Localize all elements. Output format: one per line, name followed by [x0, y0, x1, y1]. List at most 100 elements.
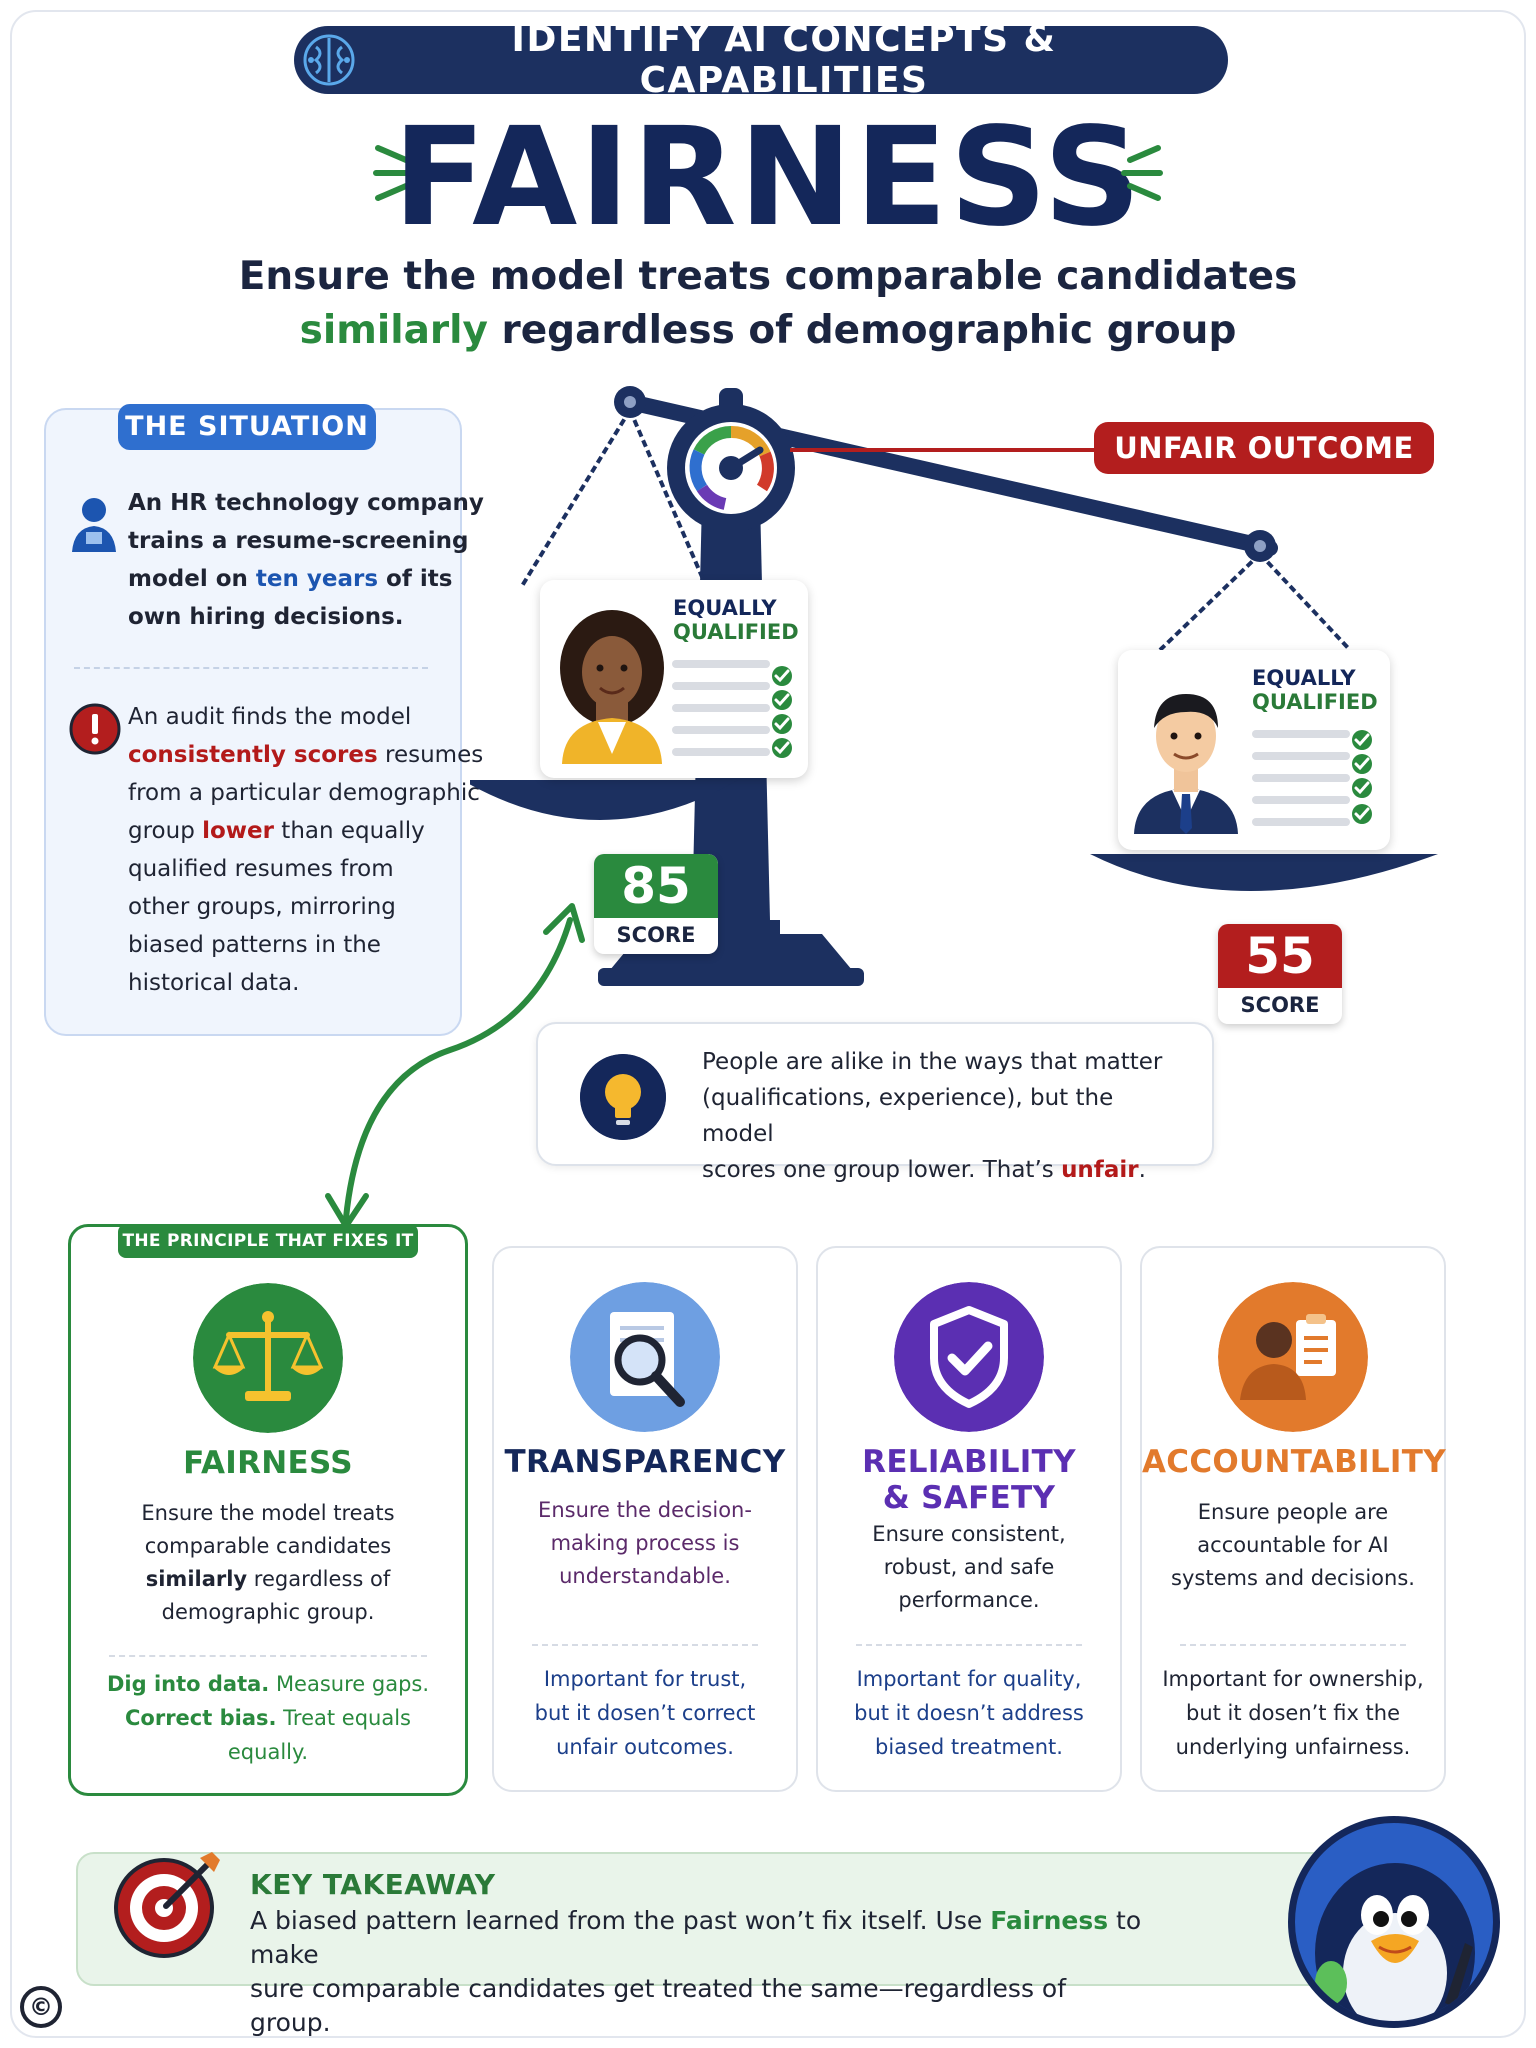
brain-chip-icon — [296, 27, 362, 93]
penguin-mascot-icon — [1315, 1863, 1475, 2021]
fairness-note-line-1-post: Measure gaps. — [269, 1672, 430, 1696]
situation-p1-line-4: own hiring decisions. — [128, 604, 404, 630]
lightbulb-icon — [580, 1054, 666, 1140]
principle-fix-tag: THE PRINCIPLE THAT FIXES IT — [118, 1224, 418, 1258]
alert-icon — [69, 703, 121, 755]
fairness-note-line-2-post: Treat equals — [276, 1706, 411, 1730]
reliability-note-line-3: biased treatment. — [875, 1735, 1063, 1759]
left-checklist-icon — [672, 660, 792, 758]
left-candidate-label: EQUALLY QUALIFIED — [673, 596, 799, 644]
transparency-desc-line-1: Ensure the decision- — [538, 1498, 752, 1522]
situation-p1-line-3-post: of its — [378, 566, 453, 592]
shield-check-icon — [894, 1282, 1044, 1432]
insight-line-2: (qualifications, experience), but the mo… — [702, 1085, 1114, 1147]
situation-p2-line-8: historical data. — [128, 970, 300, 996]
transparency-desc-line-2: making process is — [550, 1531, 740, 1555]
accountability-note-line-3: underlying unfairness. — [1175, 1735, 1411, 1759]
man-candidate-avatar — [1134, 694, 1238, 834]
principle-card-reliability: RELIABILITY & SAFETY Ensure consistent, … — [816, 1246, 1122, 1792]
header-badge: IDENTIFY AI CONCEPTS & CAPABILITIES — [294, 19, 1228, 101]
situation-p2-line-7: biased patterns in the — [128, 932, 381, 958]
header-badge-text: IDENTIFY AI CONCEPTS & CAPABILITIES — [511, 19, 1057, 101]
transparency-note-line-3: unfair outcomes. — [556, 1735, 734, 1759]
fairness-desc-line-1: Ensure the model treats — [141, 1501, 395, 1525]
left-score-label: SCORE — [616, 923, 696, 947]
situation-p1-line-3: model on ten years of its — [128, 560, 484, 598]
situation-p1-line-1: An HR technology company — [128, 490, 484, 516]
situation-p2-line-1: An audit finds the model — [128, 704, 412, 730]
reliability-card-note: Important for quality, but it doesn’t ad… — [836, 1662, 1102, 1764]
page-title: FAIRNESS — [392, 99, 1144, 257]
situation-paragraph-2: An audit finds the model consistently sc… — [128, 698, 483, 1002]
situation-divider — [74, 667, 428, 669]
fairness-note-line-2: Correct bias. Treat equals — [89, 1701, 447, 1735]
fairness-desc-highlight: similarly — [145, 1567, 248, 1591]
penguin-mascot — [1288, 1816, 1500, 2028]
key-takeaway-text: A biased pattern learned from the past w… — [250, 1904, 1150, 2040]
accountability-card-description: Ensure people are accountable for AI sys… — [1162, 1496, 1424, 1595]
magnifier-document-icon — [570, 1282, 720, 1432]
fairness-card-note: Dig into data. Measure gaps. Correct bia… — [89, 1667, 447, 1769]
right-candidate-label: EQUALLY QUALIFIED — [1252, 666, 1378, 714]
takeaway-line-2: sure comparable candidates get treated t… — [250, 1974, 1067, 2037]
reliability-card-description: Ensure consistent, robust, and safe perf… — [838, 1518, 1100, 1617]
reliability-card-title: RELIABILITY & SAFETY — [818, 1444, 1120, 1516]
fairness-card-divider — [109, 1655, 427, 1657]
transparency-card-description: Ensure the decision- making process is u… — [514, 1494, 776, 1593]
situation-p2-line-6: other groups, mirroring — [128, 894, 396, 920]
insight-line-3-pre: scores one group lower. That’s — [702, 1157, 1062, 1183]
situation-p2-line-3: from a particular demographic — [128, 780, 480, 806]
subtitle-line-1: Ensure the model treats comparable candi… — [238, 254, 1298, 299]
person-clipboard-icon — [1218, 1282, 1368, 1432]
transparency-note-line-2: but it dosen’t correct — [534, 1701, 756, 1725]
accountability-card-title: ACCOUNTABILITY — [1142, 1444, 1446, 1480]
right-score-value: 55 — [1218, 924, 1342, 988]
woman-candidate-avatar — [560, 610, 664, 764]
sparkle-right-icon — [1121, 145, 1163, 201]
unfair-outcome-tag: UNFAIR OUTCOME — [1094, 422, 1434, 474]
principle-card-accountability: ACCOUNTABILITY Ensure people are account… — [1140, 1246, 1446, 1792]
fairness-note-line-3: equally. — [227, 1740, 309, 1764]
right-label-line-2: QUALIFIED — [1252, 690, 1378, 714]
transparency-card-divider — [532, 1644, 758, 1646]
reliability-title-line-2: & SAFETY — [882, 1480, 1056, 1516]
situation-p1-line-3-pre: model on — [128, 566, 256, 592]
copyright-icon: © — [20, 1986, 62, 2028]
key-takeaway-panel — [76, 1852, 1342, 1986]
principle-card-transparency: TRANSPARENCY Ensure the decision- making… — [492, 1246, 798, 1792]
takeaway-line-1: A biased pattern learned from the past w… — [250, 1904, 1150, 1972]
left-score-value: 85 — [594, 854, 718, 918]
accountability-card-note: Important for ownership, but it dosen’t … — [1160, 1662, 1426, 1764]
subtitle-line-2-rest: regardless of demographic group — [487, 308, 1237, 353]
reliability-card-divider — [856, 1644, 1082, 1646]
subtitle-highlight: similarly — [299, 308, 488, 353]
right-checklist-icon — [1252, 730, 1372, 826]
reliability-desc-line-3: performance. — [898, 1588, 1040, 1612]
insight-highlight: unfair — [1061, 1157, 1139, 1183]
reliability-desc-line-1: Ensure consistent, — [872, 1522, 1066, 1546]
fairness-note-bold-2: Correct bias. — [125, 1706, 277, 1730]
right-label-line-1: EQUALLY — [1252, 666, 1356, 690]
fairness-note-line-1: Dig into data. Measure gaps. — [89, 1667, 447, 1701]
insight-line-1: People are alike in the ways that matter — [702, 1049, 1163, 1075]
left-score-badge: 85 SCORE — [594, 854, 718, 954]
right-score-badge: 55 SCORE — [1218, 924, 1342, 1024]
subtitle-line-2: similarly regardless of demographic grou… — [0, 304, 1536, 358]
right-score-label: SCORE — [1240, 993, 1320, 1017]
scales-icon — [193, 1283, 343, 1433]
sparkle-left-icon — [373, 145, 415, 201]
takeaway-line-1-pre: A biased pattern learned from the past w… — [250, 1906, 991, 1935]
accountability-note-line-2: but it dosen’t fix the — [1185, 1701, 1401, 1725]
reliability-desc-line-2: robust, and safe — [883, 1555, 1055, 1579]
accountability-desc-line-3: systems and decisions. — [1171, 1566, 1415, 1590]
situation-p2-line-4-post: than equally — [274, 818, 425, 844]
principle-card-fairness: FAIRNESS Ensure the model treats compara… — [68, 1224, 468, 1796]
reliability-note-line-2: but it doesn’t address — [854, 1701, 1084, 1725]
fairness-desc-line-3-post: regardless of — [247, 1567, 391, 1591]
accountability-desc-line-2: accountable for AI — [1197, 1533, 1389, 1557]
insight-line-3: scores one group lower. That’s unfair. — [702, 1152, 1192, 1188]
situation-p2-line-2: consistently scores resumes — [128, 736, 483, 774]
transparency-card-note: Important for trust, but it dosen’t corr… — [512, 1662, 778, 1764]
fairness-note-bold-1: Dig into data. — [106, 1672, 270, 1696]
